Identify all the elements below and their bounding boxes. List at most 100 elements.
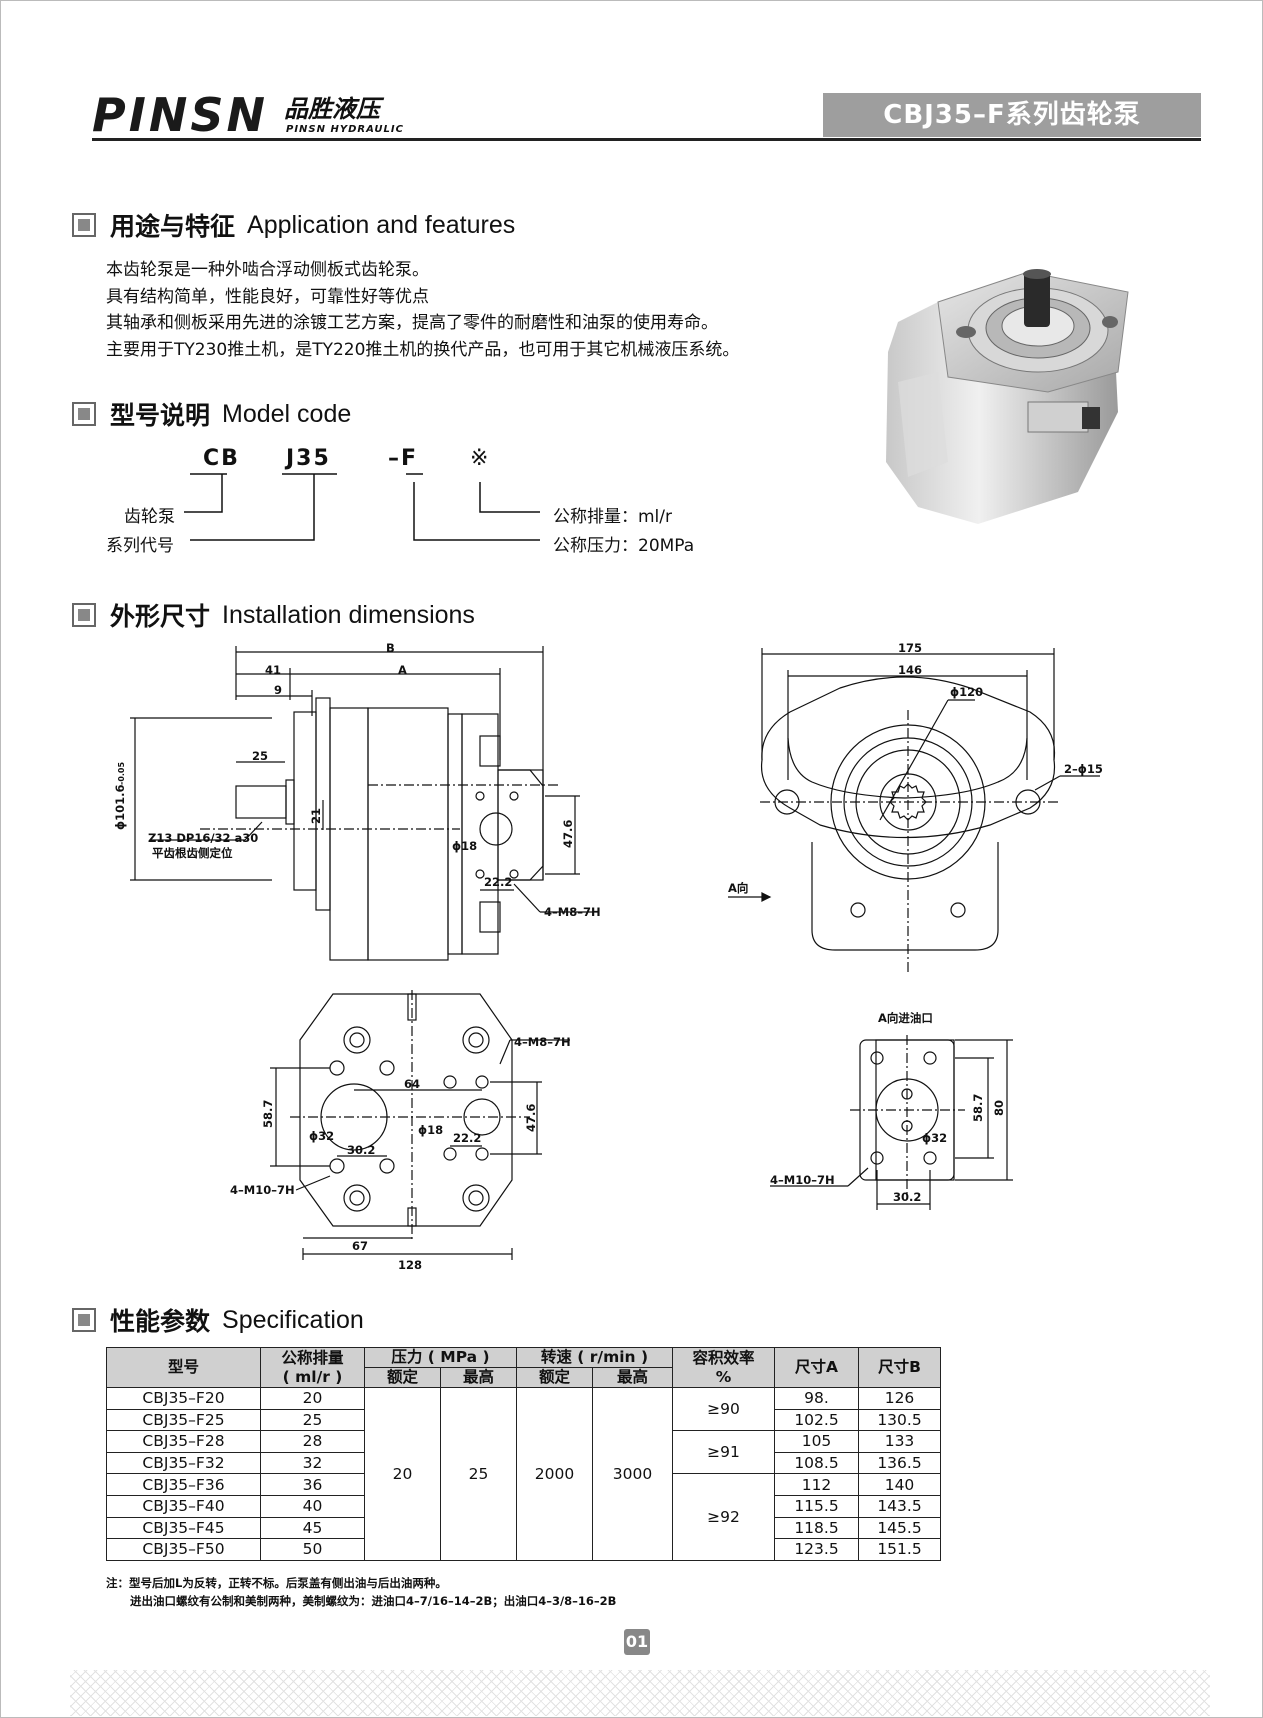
port-view bbox=[770, 1035, 1013, 1210]
section-model-header: 型号说明 Model code bbox=[72, 398, 351, 430]
section-dimensions-header: 外形尺寸 Installation dimensions bbox=[72, 599, 475, 631]
dim-label: 64 bbox=[404, 1077, 420, 1091]
cell-displacement: 36 bbox=[260, 1473, 365, 1496]
dim-label: 4–M8–7H bbox=[514, 1035, 571, 1049]
dim-label: 30.2 bbox=[347, 1143, 375, 1157]
cell-model: CBJ35–F40 bbox=[106, 1494, 261, 1518]
cell-dim-b: 151.5 bbox=[858, 1538, 941, 1561]
model-part-displacement: ※ bbox=[470, 446, 491, 471]
header-dim-a: 尺寸A bbox=[774, 1347, 859, 1388]
header-model: 型号 bbox=[106, 1347, 261, 1388]
header-pressure: 压力 ( MPa ) bbox=[364, 1347, 517, 1368]
dim-label: 30.2 bbox=[893, 1190, 921, 1204]
dim-label: 4–M10–7H bbox=[770, 1173, 835, 1187]
cell-efficiency: ≥90 bbox=[672, 1386, 775, 1432]
header-displacement-unit: ( ml/r ) bbox=[282, 1367, 343, 1386]
page-number: 01 bbox=[624, 1629, 650, 1655]
title-banner bbox=[823, 93, 1201, 137]
cell-dim-b: 130.5 bbox=[858, 1408, 941, 1432]
cell-dim-a: 115.5 bbox=[774, 1494, 859, 1518]
dim-label: 58.7 bbox=[971, 1094, 985, 1122]
section-square-icon bbox=[72, 603, 96, 627]
feature-line: 主要用于TY230推土机，是TY220推土机的换代产品，也可用于其它机械液压系统… bbox=[106, 339, 740, 360]
header-speed: 转速 ( r/min ) bbox=[516, 1347, 673, 1368]
cell-dim-a: 102.5 bbox=[774, 1408, 859, 1432]
cell-dim-a: 112 bbox=[774, 1473, 859, 1496]
spec-table: 型号 公称排量 ( ml/r ) 压力 ( MPa ) 转速 ( r/min )… bbox=[106, 1347, 941, 1561]
section-application-header: 用途与特征 Application and features bbox=[72, 209, 515, 241]
header-pressure-rated: 额定 bbox=[364, 1367, 441, 1388]
cell-dim-b: 126 bbox=[858, 1387, 941, 1410]
spec-note-2: 进出油口螺纹有公制和美制两种，美制螺纹为：进油口4–7/16–14–2B；出油口… bbox=[130, 1594, 617, 1608]
cell-model: CBJ35–F36 bbox=[106, 1473, 261, 1496]
model-label-displacement: 公称排量：ml/r bbox=[553, 507, 672, 527]
dim-label: 4–M10–7H bbox=[230, 1183, 295, 1197]
header-displacement: 公称排量 ( ml/r ) bbox=[260, 1347, 365, 1388]
model-part-j35: J35 bbox=[286, 446, 331, 471]
cell-model: CBJ35–F25 bbox=[106, 1408, 261, 1432]
cell-speed-max: 3000 bbox=[592, 1387, 673, 1561]
cell-speed-rated: 2000 bbox=[516, 1387, 593, 1561]
model-code-lines bbox=[184, 473, 540, 541]
side-view bbox=[130, 646, 598, 961]
header-speed-rated: 额定 bbox=[516, 1367, 593, 1388]
section-title-cn: 外形尺寸 bbox=[110, 602, 211, 631]
cell-displacement: 45 bbox=[260, 1516, 365, 1540]
dim-label: 67 bbox=[352, 1239, 368, 1253]
dim-label: -0.05 bbox=[117, 762, 126, 785]
brand-logo: PINSN bbox=[92, 88, 268, 142]
dim-label: 80 bbox=[992, 1100, 1006, 1116]
cell-dim-b: 140 bbox=[858, 1473, 941, 1496]
section-title-en: Model code bbox=[222, 399, 352, 428]
header-efficiency-unit: % bbox=[715, 1367, 732, 1386]
cell-displacement: 32 bbox=[260, 1451, 365, 1475]
header-speed-max: 最高 bbox=[592, 1367, 673, 1388]
cell-dim-b: 133 bbox=[858, 1430, 941, 1453]
dim-label: 128 bbox=[398, 1258, 422, 1272]
dim-label: B bbox=[386, 641, 395, 655]
cell-model: CBJ35–F32 bbox=[106, 1451, 261, 1475]
model-label-pump: 齿轮泵 bbox=[124, 507, 175, 527]
installation-drawing: B A 41 9 25 21 ϕ101.6 -0.05 ϕ18 47.6 22.… bbox=[113, 641, 1103, 1272]
cell-dim-a: 118.5 bbox=[774, 1516, 859, 1540]
section-square-icon bbox=[72, 402, 96, 426]
cell-pressure-max: 25 bbox=[440, 1387, 517, 1561]
table-row: CBJ35–F36 36 ≥92 112 140 bbox=[106, 1473, 941, 1561]
cell-dim-b: 145.5 bbox=[858, 1516, 941, 1540]
header-pressure-max: 最高 bbox=[440, 1367, 517, 1388]
model-label-pressure: 公称压力：20MPa bbox=[553, 536, 695, 556]
cell-dim-b: 143.5 bbox=[858, 1494, 941, 1518]
cell-displacement: 25 bbox=[260, 1408, 365, 1432]
section-square-icon bbox=[72, 1308, 96, 1332]
dim-label: A bbox=[398, 663, 407, 677]
table-row: CBJ35–F40 40 115.5 143.5 bbox=[106, 1494, 941, 1518]
dim-label: 22.2 bbox=[453, 1131, 481, 1145]
dim-label: 22.2 bbox=[484, 875, 512, 889]
cell-efficiency: ≥92 bbox=[672, 1473, 775, 1561]
section-title-cn: 性能参数 bbox=[110, 1307, 211, 1336]
header-dim-b: 尺寸B bbox=[858, 1347, 941, 1388]
cell-model: CBJ35–F28 bbox=[106, 1430, 261, 1453]
dim-label: 9 bbox=[274, 683, 282, 697]
dim-label: 25 bbox=[252, 749, 268, 763]
brand-name-en: PINSN HYDRAULIC bbox=[286, 124, 404, 135]
table-row: CBJ35–F50 50 123.5 151.5 bbox=[106, 1538, 941, 1561]
section-title-en: Installation dimensions bbox=[222, 600, 475, 629]
dim-label: 41 bbox=[265, 663, 281, 677]
section-title-cn: 型号说明 bbox=[110, 401, 211, 430]
spec-note-1: 注：型号后加L为反转，正转不标。后泵盖有侧出油与后出油两种。 bbox=[106, 1576, 447, 1590]
header-rule bbox=[92, 138, 1201, 141]
cell-displacement: 20 bbox=[260, 1387, 365, 1410]
dim-label: A向进油口 bbox=[878, 1011, 933, 1025]
brand-name-cn: 品胜液压 bbox=[284, 95, 380, 123]
dim-label: 平齿根齿侧定位 bbox=[152, 846, 233, 860]
dim-label: Z13 DP16/32 a30 bbox=[148, 831, 258, 845]
header-efficiency: 容积效率 % bbox=[672, 1347, 775, 1388]
section-square-icon bbox=[72, 213, 96, 237]
pump-photo bbox=[886, 269, 1129, 524]
table-row: CBJ35–F20 20 20 25 2000 3000 ≥90 98. 126 bbox=[106, 1386, 941, 1561]
cell-dim-a: 123.5 bbox=[774, 1538, 859, 1561]
dim-label: 21 bbox=[309, 808, 323, 824]
dim-label: 47.6 bbox=[524, 1104, 538, 1132]
features-text: 本齿轮泵是一种外啮合浮动侧板式齿轮泵。 具有结构简单，性能良好，可靠性好等优点 … bbox=[106, 257, 739, 363]
